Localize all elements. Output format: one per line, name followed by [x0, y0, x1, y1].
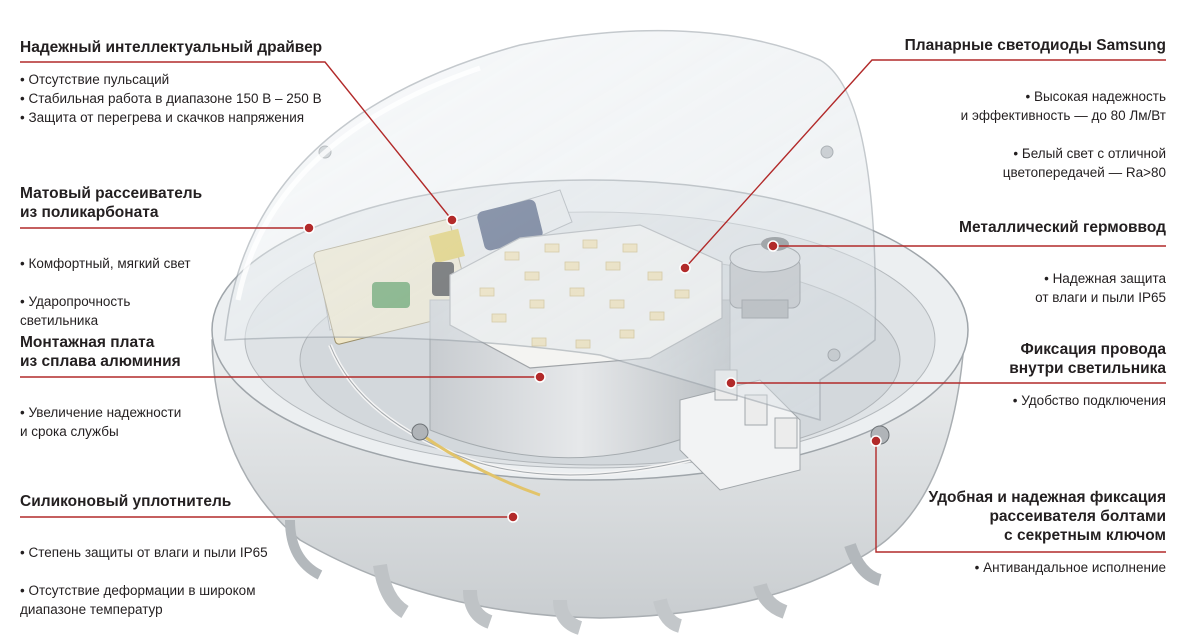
callout-bolts-title: Удобная и надежная фиксация рассеивателя…: [928, 489, 1166, 544]
list-item: Антивандальное исполнение: [900, 558, 1166, 577]
callout-seal-list: Степень защиты от влаги и пыли IP65 Отсу…: [0, 524, 300, 638]
callout-diffuser-list: Комфортный, мягкий свет Ударопрочность с…: [0, 235, 260, 349]
callout-leds-title: Планарные светодиоды Samsung: [904, 37, 1166, 54]
list-item: Стабильная работа в диапазоне 150 В – 25…: [20, 89, 340, 108]
list-item: Увеличение надежности и срока службы: [20, 403, 260, 441]
list-item: Отсутствие пульсаций: [20, 70, 340, 89]
callout-driver-title: Надежный интеллектуальный драйвер: [20, 39, 323, 56]
callout-gland: Металлический гермоввод Надежная защита …: [920, 218, 1200, 326]
list-item: Белый свет с отличной цветопередачей — R…: [880, 144, 1166, 182]
callout-bolts-list: Антивандальное исполнение: [900, 558, 1200, 577]
leader-dots: [303, 214, 882, 523]
callout-wire: Фиксация провода внутри светильника Удоб…: [920, 340, 1200, 410]
callout-driver-list: Отсутствие пульсаций Стабильная работа в…: [0, 70, 340, 127]
callout-diffuser-title: Матовый рассеиватель из поликарбоната: [20, 185, 203, 221]
callout-seal-title: Силиконовый уплотнитель: [20, 493, 232, 510]
callout-wire-title: Фиксация провода внутри светильника: [1009, 341, 1166, 377]
list-item: Отсутствие деформации в широком диапазон…: [20, 581, 300, 619]
callout-diffuser: Матовый рассеиватель из поликарбоната Ко…: [0, 184, 260, 349]
leader-lines: [20, 59, 1166, 553]
list-item: Защита от перегрева и скачков напряжения: [20, 108, 340, 127]
callout-leds: Планарные светодиоды Samsung Высокая над…: [880, 36, 1200, 201]
list-item: Высокая надежность и эффективность — до …: [880, 87, 1166, 125]
diffuser-dome: [224, 29, 877, 422]
callout-board: Монтажная плата из сплава алюминия Увели…: [0, 333, 260, 460]
callout-gland-list: Надежная защита от влаги и пыли IP65: [920, 250, 1200, 326]
callout-board-list: Увеличение надежности и срока службы: [0, 384, 260, 460]
callout-leds-list: Высокая надежность и эффективность — до …: [880, 68, 1200, 201]
list-item: Комфортный, мягкий свет: [20, 254, 260, 273]
callout-bolts: Удобная и надежная фиксация рассеивателя…: [900, 488, 1200, 577]
callout-gland-title: Металлический гермоввод: [959, 219, 1166, 236]
callout-driver: Надежный интеллектуальный драйвер Отсутс…: [0, 38, 340, 127]
callout-wire-list: Удобство подключения: [920, 391, 1200, 410]
list-item: Степень защиты от влаги и пыли IP65: [20, 543, 300, 562]
callout-board-title: Монтажная плата из сплава алюминия: [20, 334, 181, 370]
list-item: Удобство подключения: [920, 391, 1166, 410]
callout-seal: Силиконовый уплотнитель Степень защиты о…: [0, 492, 300, 638]
list-item: Ударопрочность светильника: [20, 292, 260, 330]
list-item: Надежная защита от влаги и пыли IP65: [920, 269, 1166, 307]
